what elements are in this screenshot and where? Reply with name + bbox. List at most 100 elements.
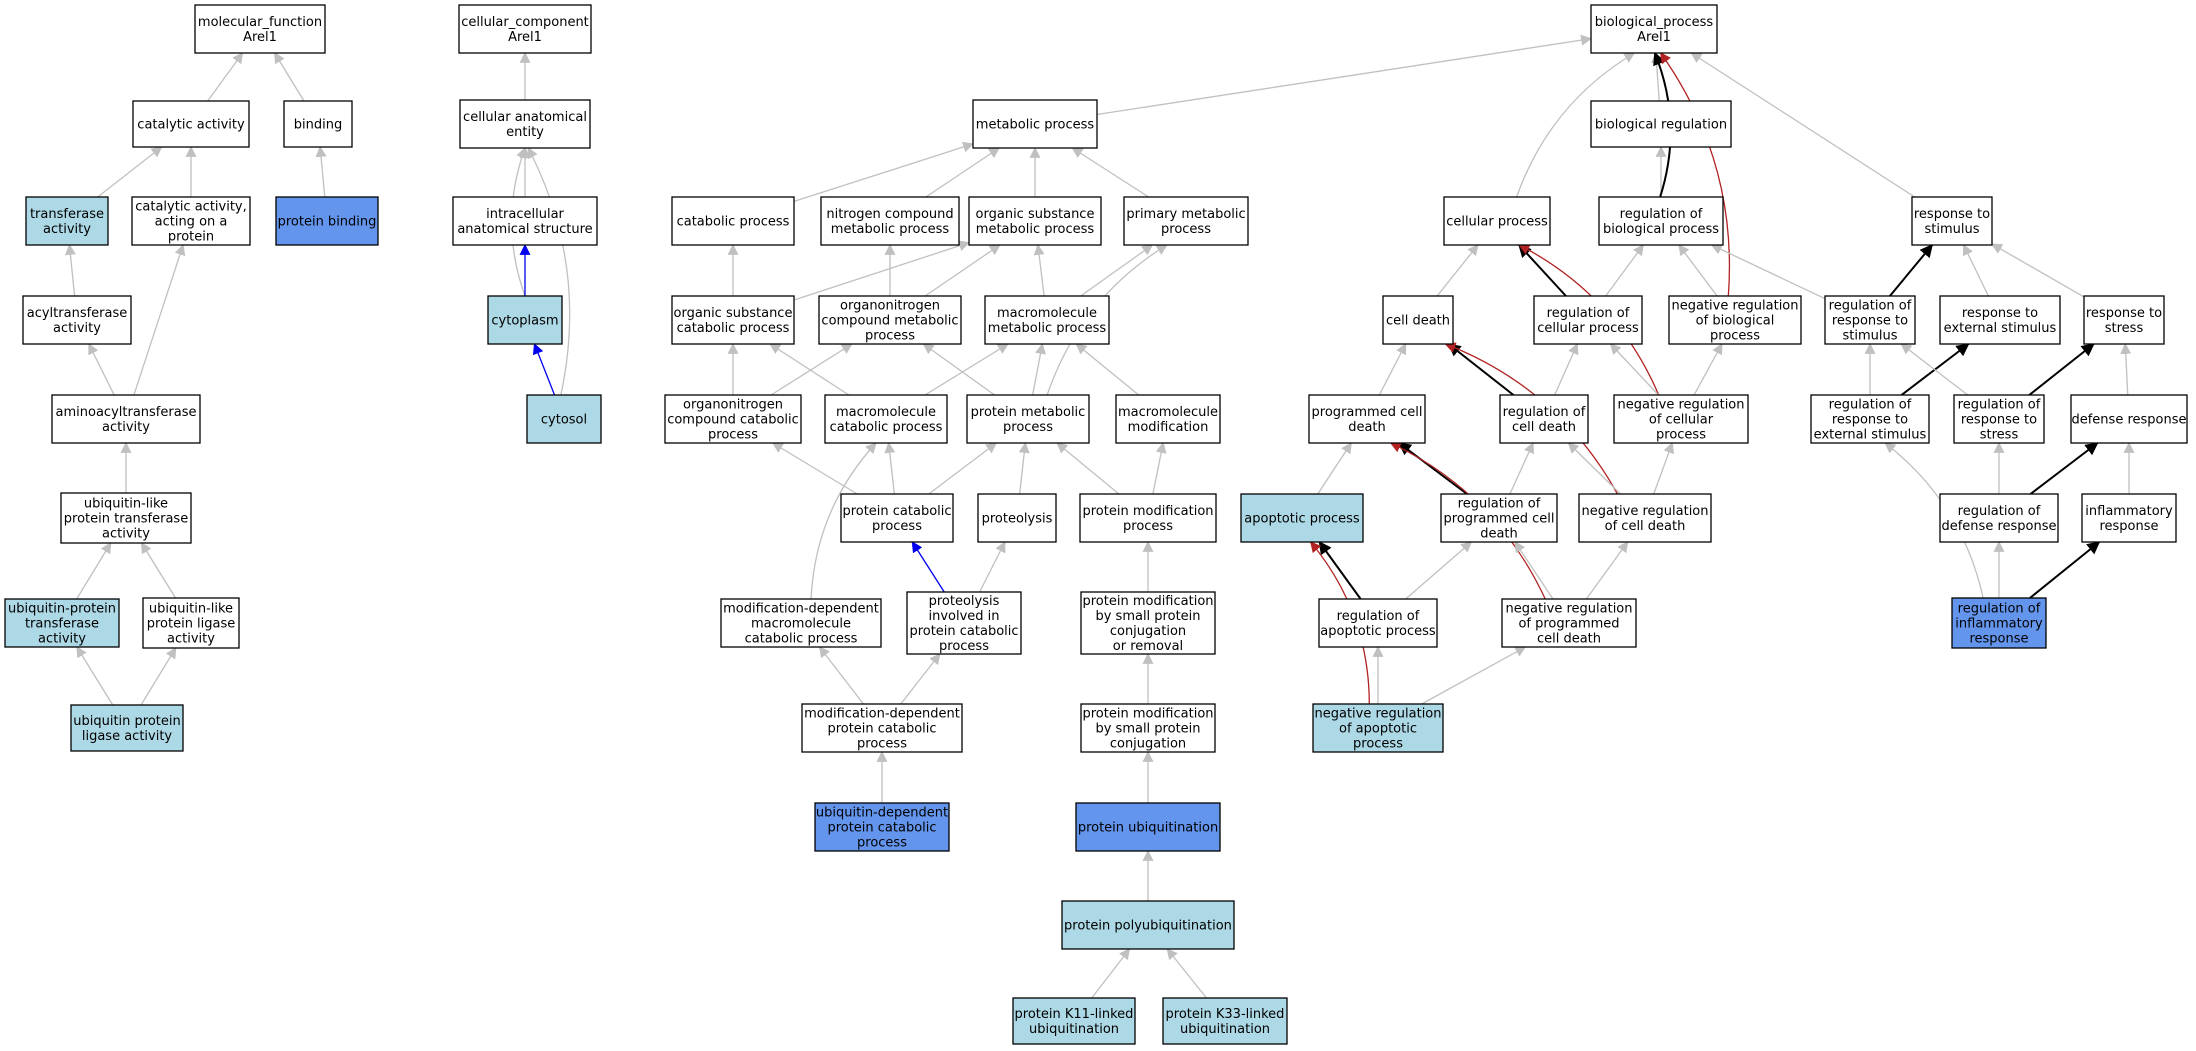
edge-aminoacyl-to-cat_protein <box>133 243 186 396</box>
edge-neg_reg_bio-to-reg_bio <box>1678 244 1718 297</box>
node-binding[interactable]: binding <box>283 100 353 148</box>
node-box <box>1578 493 1712 543</box>
node-label-line: acting on a <box>155 215 228 230</box>
node-label-line: molecular_function <box>198 15 322 30</box>
edge-macro_met-to-orgsub_met <box>1033 243 1045 297</box>
node-label-line: activity <box>38 632 86 647</box>
node-label-line: death <box>1348 420 1386 435</box>
node-label-line: nitrogen compound <box>826 207 953 222</box>
node-catalytic[interactable]: catalytic activity <box>132 100 250 148</box>
node-bio_reg[interactable]: biological regulation <box>1590 100 1732 148</box>
node-apoptotic[interactable]: apoptotic process <box>1240 493 1364 543</box>
node-proteolysis[interactable]: proteolysis <box>977 493 1057 543</box>
node-cell_proc[interactable]: cellular process <box>1443 196 1551 246</box>
node-label-line: protein <box>168 230 214 245</box>
node-box <box>1668 295 1802 345</box>
node-cytoplasm[interactable]: cytoplasm <box>487 295 563 345</box>
node-label-line: negative regulation <box>1671 299 1798 314</box>
edge-moddep_prot-to-proteolysis_cat <box>900 653 941 705</box>
edge-binding-to-mf <box>274 52 305 102</box>
node-label-line: of biological <box>1696 314 1775 329</box>
node-metabolic[interactable]: metabolic process <box>972 99 1098 149</box>
node-prot_polyubiq[interactable]: protein polyubiquitination <box>1061 900 1235 950</box>
edge-resp_stim-to-bp <box>1690 52 1916 198</box>
node-label-line: inflammatory <box>2085 504 2173 519</box>
node-label-line: death <box>1480 527 1518 542</box>
node-prot_ubiq[interactable]: protein ubiquitination <box>1075 802 1221 852</box>
edge-k33-to-prot_polyubiq <box>1166 948 1208 999</box>
node-box <box>1613 394 1749 444</box>
node-label-line: organic substance <box>976 207 1095 222</box>
edge-reg_cell_proc-to-cell_proc <box>1518 244 1567 297</box>
node-box <box>526 394 602 444</box>
node-catabolic[interactable]: catabolic process <box>671 196 795 246</box>
node-label-line: by small protein <box>1095 609 1200 624</box>
node-cell_death[interactable]: cell death <box>1382 295 1454 345</box>
node-moddep_macro[interactable]: modification-dependentmacromoleculecatab… <box>720 598 882 648</box>
node-label-line: macromolecule <box>997 306 1097 321</box>
node-box <box>1308 394 1426 444</box>
node-cytosol[interactable]: cytosol <box>526 394 602 444</box>
node-label-line: process <box>1003 420 1053 435</box>
edge-defense-to-resp_stress <box>2120 342 2132 396</box>
edge-nitrogen-to-metabolic <box>925 147 1001 198</box>
node-box <box>1123 196 1249 246</box>
node-protein_binding[interactable]: protein binding <box>275 196 379 246</box>
node-label-line: protein binding <box>278 215 377 230</box>
node-defense[interactable]: defense response <box>2070 394 2188 444</box>
